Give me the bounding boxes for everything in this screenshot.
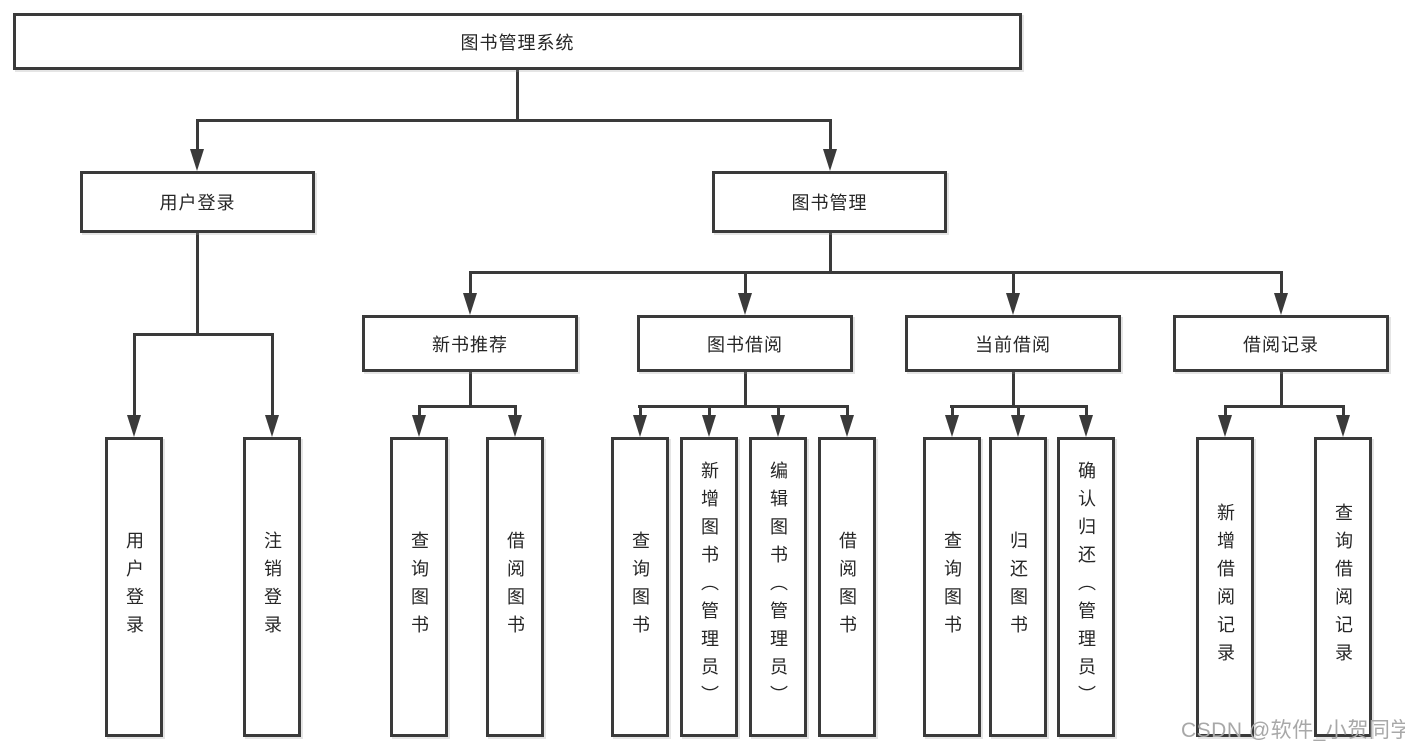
leaf-label: 借阅图书: [837, 531, 857, 643]
arrowhead-down-icon: [508, 415, 522, 437]
node-label: 用户登录: [159, 193, 236, 213]
node-label: 新书推荐: [432, 334, 508, 355]
connector-vline: [1012, 271, 1015, 296]
node-label: 图书管理: [791, 193, 868, 213]
leaf-edit-books-admin: 编辑图书（管理员）: [749, 437, 807, 737]
leaf-label: 查询图书: [942, 531, 962, 643]
node-user-login: 用户登录: [80, 171, 315, 233]
connector-vline: [744, 271, 747, 296]
connector-vline: [133, 333, 136, 417]
leaf-user-login: 用户登录: [105, 437, 163, 737]
connector-vline: [1224, 405, 1227, 419]
arrowhead-down-icon: [633, 415, 647, 437]
leaf-confirm-return-admin: 确认归还（管理员）: [1057, 437, 1115, 737]
arrowhead-down-icon: [1336, 415, 1350, 437]
leaf-label: 用户登录: [124, 531, 144, 643]
connector-hline: [196, 119, 832, 122]
arrowhead-down-icon: [1011, 415, 1025, 437]
arrowhead-down-icon: [945, 415, 959, 437]
leaf-borrow-books-recommend: 借阅图书: [486, 437, 544, 737]
node-borrowing-records: 借阅记录: [1173, 315, 1389, 372]
arrowhead-down-icon: [702, 415, 716, 437]
connector-vline: [777, 405, 780, 419]
arrowhead-down-icon: [823, 149, 837, 171]
connector-vline: [708, 405, 711, 419]
arrowhead-down-icon: [463, 293, 477, 315]
connector-vline: [951, 405, 954, 419]
leaf-add-borrow-record: 新增借阅记录: [1196, 437, 1254, 737]
arrowhead-down-icon: [265, 415, 279, 437]
connector-hline: [418, 405, 517, 408]
arrowhead-down-icon: [1218, 415, 1232, 437]
leaf-query-books-borrow: 查询图书: [611, 437, 669, 737]
node-label: 图书管理系统: [460, 32, 575, 53]
arrowhead-down-icon: [1079, 415, 1093, 437]
node-current-borrowing: 当前借阅: [905, 315, 1121, 372]
node-label: 借阅记录: [1243, 334, 1319, 355]
connector-vline: [516, 68, 519, 121]
connector-vline: [1017, 405, 1020, 419]
leaf-label: 归还图书: [1008, 531, 1028, 643]
node-book-borrowing: 图书借阅: [637, 315, 853, 372]
leaf-borrow-books: 借阅图书: [818, 437, 876, 737]
arrowhead-down-icon: [1274, 293, 1288, 315]
leaf-label: 编辑图书（管理员）: [768, 461, 788, 713]
leaf-add-books-admin: 新增图书（管理员）: [680, 437, 738, 737]
node-label: 当前借阅: [975, 334, 1051, 355]
node-book-management: 图书管理: [712, 171, 947, 233]
leaf-label: 查询借阅记录: [1333, 503, 1353, 671]
connector-vline: [271, 333, 274, 417]
connector-vline: [1280, 271, 1283, 296]
connector-hline: [638, 405, 849, 408]
connector-vline: [744, 370, 747, 407]
arrowhead-down-icon: [412, 415, 426, 437]
leaf-label: 查询图书: [630, 531, 650, 643]
leaf-label: 查询图书: [409, 531, 429, 643]
leaf-query-borrow-record: 查询借阅记录: [1314, 437, 1372, 737]
connector-hline: [469, 271, 1283, 274]
connector-vline: [196, 119, 199, 153]
connector-vline: [846, 405, 849, 419]
connector-vline: [1280, 370, 1283, 407]
connector-hline: [1224, 405, 1344, 408]
connector-vline: [1012, 370, 1015, 407]
leaf-label: 借阅图书: [505, 531, 525, 643]
leaf-label: 新增图书（管理员）: [699, 461, 719, 713]
connector-vline: [514, 405, 517, 419]
node-library-management-system: 图书管理系统: [13, 13, 1022, 70]
leaf-label: 确认归还（管理员）: [1076, 461, 1096, 713]
arrowhead-down-icon: [840, 415, 854, 437]
csdn-watermark: CSDN @软件_小贺同学: [1181, 719, 1405, 742]
connector-vline: [639, 405, 642, 419]
leaf-logout: 注销登录: [243, 437, 301, 737]
arrowhead-down-icon: [1006, 293, 1020, 315]
connector-vline: [829, 232, 832, 273]
connector-vline: [418, 405, 421, 419]
leaf-label: 注销登录: [262, 531, 282, 643]
connector-hline: [133, 333, 274, 336]
connector-vline: [469, 271, 472, 296]
leaf-label: 新增借阅记录: [1215, 503, 1235, 671]
connector-vline: [1342, 405, 1345, 419]
arrowhead-down-icon: [771, 415, 785, 437]
arrowhead-down-icon: [127, 415, 141, 437]
arrowhead-down-icon: [738, 293, 752, 315]
connector-vline: [829, 119, 832, 153]
leaf-query-books-recommend: 查询图书: [390, 437, 448, 737]
leaf-return-books: 归还图书: [989, 437, 1047, 737]
connector-vline: [1085, 405, 1088, 419]
node-new-book-recommendation: 新书推荐: [362, 315, 578, 372]
leaf-query-books-current: 查询图书: [923, 437, 981, 737]
arrowhead-down-icon: [190, 149, 204, 171]
connector-vline: [196, 232, 199, 335]
connector-vline: [469, 370, 472, 407]
node-label: 图书借阅: [707, 334, 783, 355]
